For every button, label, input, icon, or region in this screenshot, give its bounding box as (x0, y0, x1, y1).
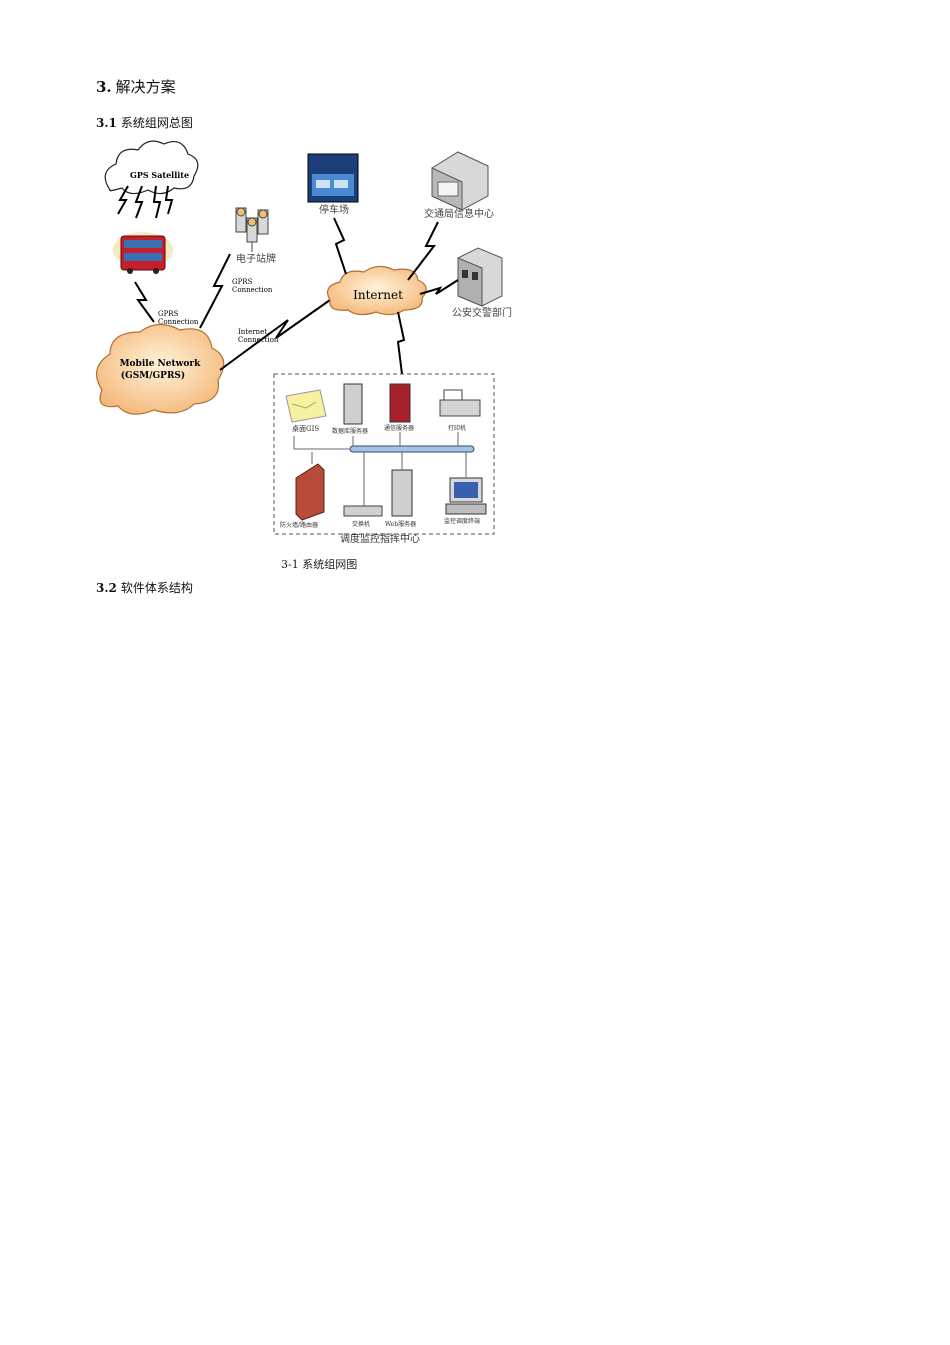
section-title: 解决方案 (115, 78, 176, 96)
switch-label: 交换机 (352, 520, 370, 528)
comm-server-icon (389, 383, 411, 423)
web-server-label: Web服务器 (385, 520, 416, 528)
figure-caption: 3-1 系统组网图 (281, 558, 358, 571)
gis-icon (285, 389, 327, 423)
mobile-network-label-line1: Mobile Network (120, 359, 202, 369)
network-backbone (349, 445, 475, 453)
subsection-number: 3.2 (96, 581, 117, 595)
monitor-terminal-label: 监控调度终端 (444, 517, 480, 525)
internet-connection-line2: Connection (238, 336, 279, 344)
printer-icon (439, 389, 481, 417)
section-number: 3. (96, 78, 112, 96)
printer-label: 打印机 (448, 424, 466, 432)
monitor-terminal-icon (445, 477, 487, 515)
comm-server-label: 通信服务器 (384, 424, 414, 432)
web-server-icon (391, 469, 413, 517)
gprs-connection-2-line2: Connection (232, 286, 273, 294)
gprs-connection-1-line1: GPRS (158, 310, 179, 318)
bus-icon (113, 232, 173, 274)
gps-satellite-label: GPS Satellite (130, 170, 189, 180)
dispatch-center-label: 调度监控指挥中心 (340, 532, 420, 545)
internet-label: Internet (353, 288, 403, 302)
firewall-router-label: 防火墙/路由器 (280, 521, 318, 529)
gis-label: 桌面GIS (292, 424, 319, 433)
traffic-info-center-label: 交通局信息中心 (424, 207, 494, 220)
subsection-number: 3.1 (96, 116, 117, 130)
internet-cloud: Internet (327, 265, 427, 316)
subsection-title: 系统组网总图 (120, 116, 193, 130)
firewall-icon (295, 463, 325, 521)
section-heading: 3.解决方案 (96, 76, 176, 97)
e-stop-sign-icon (235, 207, 269, 252)
parking-lot-icon (307, 153, 359, 203)
gprs-connection-2-line1: GPRS (232, 278, 253, 286)
police-dept-label: 公安交警部门 (452, 306, 512, 319)
internet-connection-line1: Internet (238, 328, 267, 336)
traffic-info-center-icon (431, 151, 489, 211)
gprs-connection-1-line2: Connection (158, 318, 199, 326)
mobile-network-label-line2: (GSM/GPRS) (121, 370, 185, 381)
subsection-title: 软件体系结构 (120, 581, 193, 595)
switch-icon (343, 505, 383, 517)
db-server-icon (343, 383, 363, 425)
parking-lot-label: 停车场 (319, 203, 349, 216)
gps-cloud: GPS Satellite (104, 140, 199, 219)
dispatch-center-box (273, 373, 495, 535)
mobile-network-cloud: Mobile Network (GSM/GPRS) (95, 323, 225, 415)
police-dept-icon (457, 247, 503, 307)
db-server-label: 数据库服务器 (332, 427, 368, 435)
network-diagram: GPS Satellite GPRS Connection 电子站牌 GPRS … (95, 140, 512, 545)
e-stop-sign-label: 电子站牌 (236, 252, 276, 265)
